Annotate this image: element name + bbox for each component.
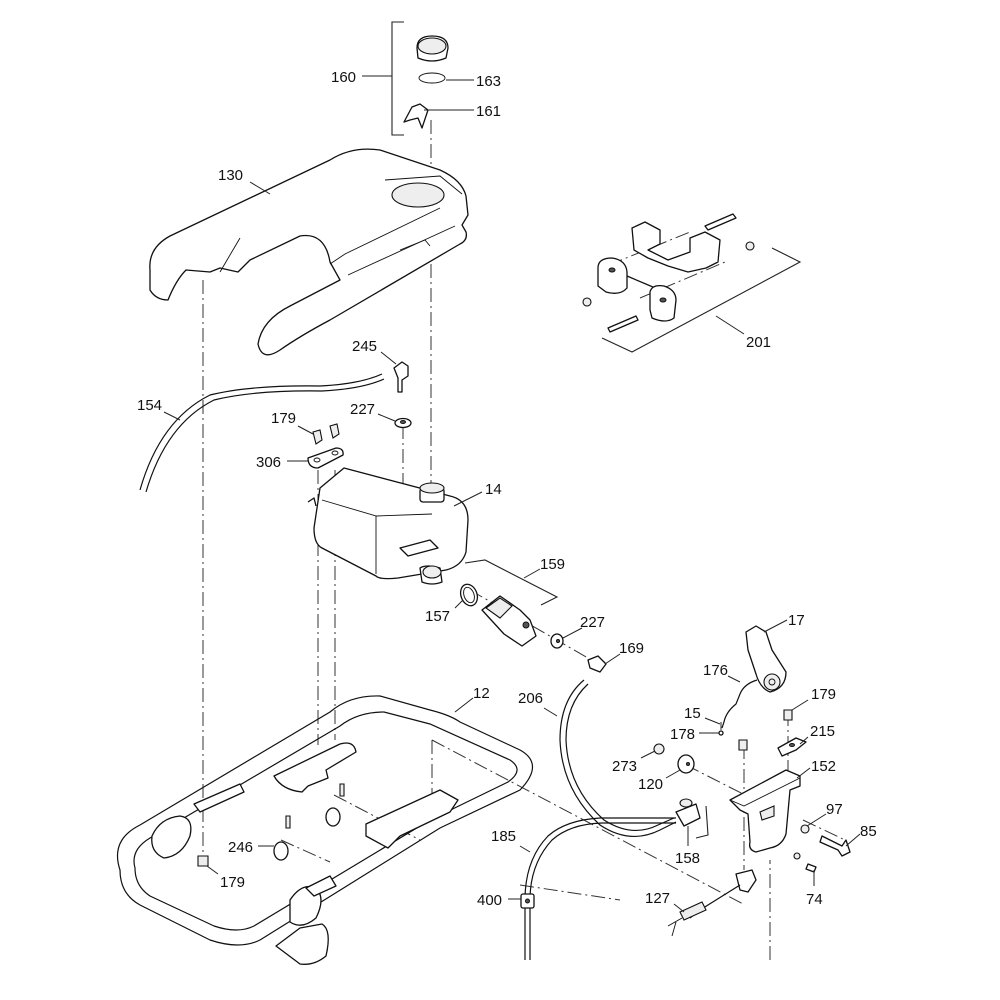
callout-159[interactable]: 159 [540, 556, 565, 573]
callout-120[interactable]: 120 [638, 776, 663, 793]
vent-fitting[interactable] [393, 361, 409, 393]
washer[interactable] [677, 754, 695, 774]
callout-163[interactable]: 163 [476, 73, 501, 90]
fuel-line[interactable] [524, 817, 676, 960]
callout-130[interactable]: 130 [218, 167, 243, 184]
callout-227-top[interactable]: 227 [350, 401, 375, 418]
fuel-fitting[interactable] [587, 655, 607, 673]
callout-97[interactable]: 97 [826, 801, 843, 818]
screw-right[interactable] [783, 709, 793, 721]
bracket-plate[interactable] [777, 737, 807, 757]
callout-152[interactable]: 152 [811, 758, 836, 775]
fuel-filter-assembly[interactable] [464, 559, 559, 647]
screw-lower[interactable] [197, 855, 209, 867]
tank-cover[interactable] [149, 148, 469, 356]
callout-161[interactable]: 161 [476, 103, 501, 120]
callout-158[interactable]: 158 [675, 850, 700, 867]
callouts: 160 163 161 130 201 245 154 227 179 306 … [137, 69, 877, 913]
callout-246[interactable]: 246 [228, 839, 253, 856]
grommet-top[interactable] [394, 417, 412, 429]
callout-400[interactable]: 400 [477, 892, 502, 909]
callout-179-top[interactable]: 179 [271, 410, 296, 427]
callout-127[interactable]: 127 [645, 890, 670, 907]
callout-206[interactable]: 206 [518, 690, 543, 707]
callout-12[interactable]: 12 [473, 685, 490, 702]
control-housing[interactable] [729, 769, 801, 853]
callout-85[interactable]: 85 [860, 823, 877, 840]
callout-245[interactable]: 245 [352, 338, 377, 355]
clip[interactable] [718, 730, 724, 736]
callout-169[interactable]: 169 [619, 640, 644, 657]
callout-15[interactable]: 15 [684, 705, 701, 722]
callout-17[interactable]: 17 [788, 612, 805, 629]
callout-154[interactable]: 154 [137, 397, 162, 414]
fuel-cap-assembly[interactable] [391, 21, 449, 136]
hose-clamps[interactable] [273, 783, 345, 861]
nut[interactable] [653, 743, 665, 755]
mounting-plate[interactable] [307, 447, 344, 469]
callout-201[interactable]: 201 [746, 334, 771, 351]
callout-74[interactable]: 74 [806, 891, 823, 908]
throttle-rod[interactable] [721, 679, 758, 729]
fuel-tank[interactable] [307, 467, 469, 585]
callout-215[interactable]: 215 [810, 723, 835, 740]
callout-160[interactable]: 160 [331, 69, 356, 86]
frame[interactable] [116, 695, 534, 965]
callout-273[interactable]: 273 [612, 758, 637, 775]
screw-74[interactable] [793, 852, 817, 873]
callout-176[interactable]: 176 [703, 662, 728, 679]
switch-cable[interactable] [667, 869, 757, 937]
callout-179-lower[interactable]: 179 [220, 874, 245, 891]
fuel-hose[interactable] [559, 679, 677, 838]
washer-97[interactable] [800, 824, 810, 834]
callout-179-right[interactable]: 179 [811, 686, 836, 703]
callout-14[interactable]: 14 [485, 481, 502, 498]
callout-306[interactable]: 306 [256, 454, 281, 471]
vent-hose[interactable] [139, 373, 385, 493]
bolt[interactable] [819, 835, 851, 857]
callout-178[interactable]: 178 [670, 726, 695, 743]
in-line-connector[interactable] [520, 893, 535, 909]
callout-185[interactable]: 185 [491, 828, 516, 845]
seal-ring[interactable] [458, 582, 481, 608]
callout-157[interactable]: 157 [425, 608, 450, 625]
screw-pair[interactable] [312, 423, 340, 445]
screw-center[interactable] [738, 739, 748, 751]
handle-mount-kit[interactable] [582, 213, 802, 353]
throttle-lever[interactable] [745, 625, 787, 693]
callout-227-filter[interactable]: 227 [580, 614, 605, 631]
grommet-filter[interactable] [550, 633, 564, 649]
fuel-valve[interactable] [675, 798, 709, 839]
